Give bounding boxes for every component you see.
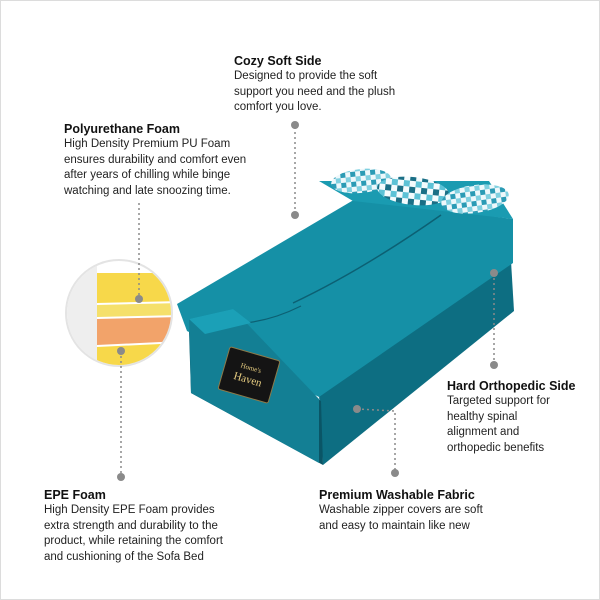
callout-title: Hard Orthopedic Side [447,379,576,393]
leader-dot-soft [291,121,299,129]
callout-line: alignment and [447,426,520,438]
callout-premium-washable-fabric: Premium Washable Fabric Washable zipper … [319,487,509,534]
callout-line: support you need and the plush [234,85,396,98]
pu-foam-layer-bottom [97,343,171,365]
callout-title: Cozy Soft Side [234,54,322,68]
epe-foam-layer [97,317,171,345]
callout-title: Premium Washable Fabric [319,488,475,502]
callout-cozy-soft-side: Cozy Soft Side Designed to provide the s… [234,53,434,116]
callout-line: Washable zipper covers are soft [319,504,483,516]
leader-dot-epe [117,347,125,355]
armrest-top [189,309,251,334]
pillow-left [331,168,391,194]
callout-line: extra strength and durability to the [44,519,218,532]
pillow-middle [377,176,449,206]
leader-dot-fabric [353,405,361,413]
callout-line: after years of chilling while binge [64,169,231,181]
callout-title: Polyurethane Foam [64,122,180,136]
callout-line: High Density Premium PU Foam [64,138,231,150]
fabric-seam [292,214,442,304]
callout-line: watching and late snoozing time. [64,184,231,197]
callout-line: and easy to maintain like new [319,519,470,532]
callout-hard-orthopedic-side: Hard Orthopedic Side Targeted support fo… [447,378,595,456]
callout-line: healthy spinal [447,410,518,423]
callout-line: and cushioning of the Sofa Bed [44,550,204,563]
callout-line: High Density EPE Foam provides [44,504,215,516]
callout-line: product, while retaining the comfort [44,535,223,547]
callout-line: comfort you love. [234,101,322,113]
callout-epe-foam: EPE Foam High Density EPE Foam provides … [44,487,244,565]
callout-line: orthopedic benefits [447,441,545,454]
callout-line: Targeted support for [447,395,550,407]
pillow-right [441,184,509,214]
leader-lines [120,127,495,475]
leader-dots [117,121,498,481]
brand-label: Home's Haven [217,346,281,404]
callout-polyurethane-foam: Polyurethane Foam High Density Premium P… [64,121,274,199]
callout-line: Designed to provide the soft [234,70,378,82]
callout-line: ensures durability and comfort even [64,153,247,166]
leader-dot-pu [135,295,143,303]
leader-dot-hard [490,269,498,277]
mattress-right-face [319,261,514,465]
pu-foam-layer-mid [97,303,171,317]
callout-title: EPE Foam [44,488,106,502]
